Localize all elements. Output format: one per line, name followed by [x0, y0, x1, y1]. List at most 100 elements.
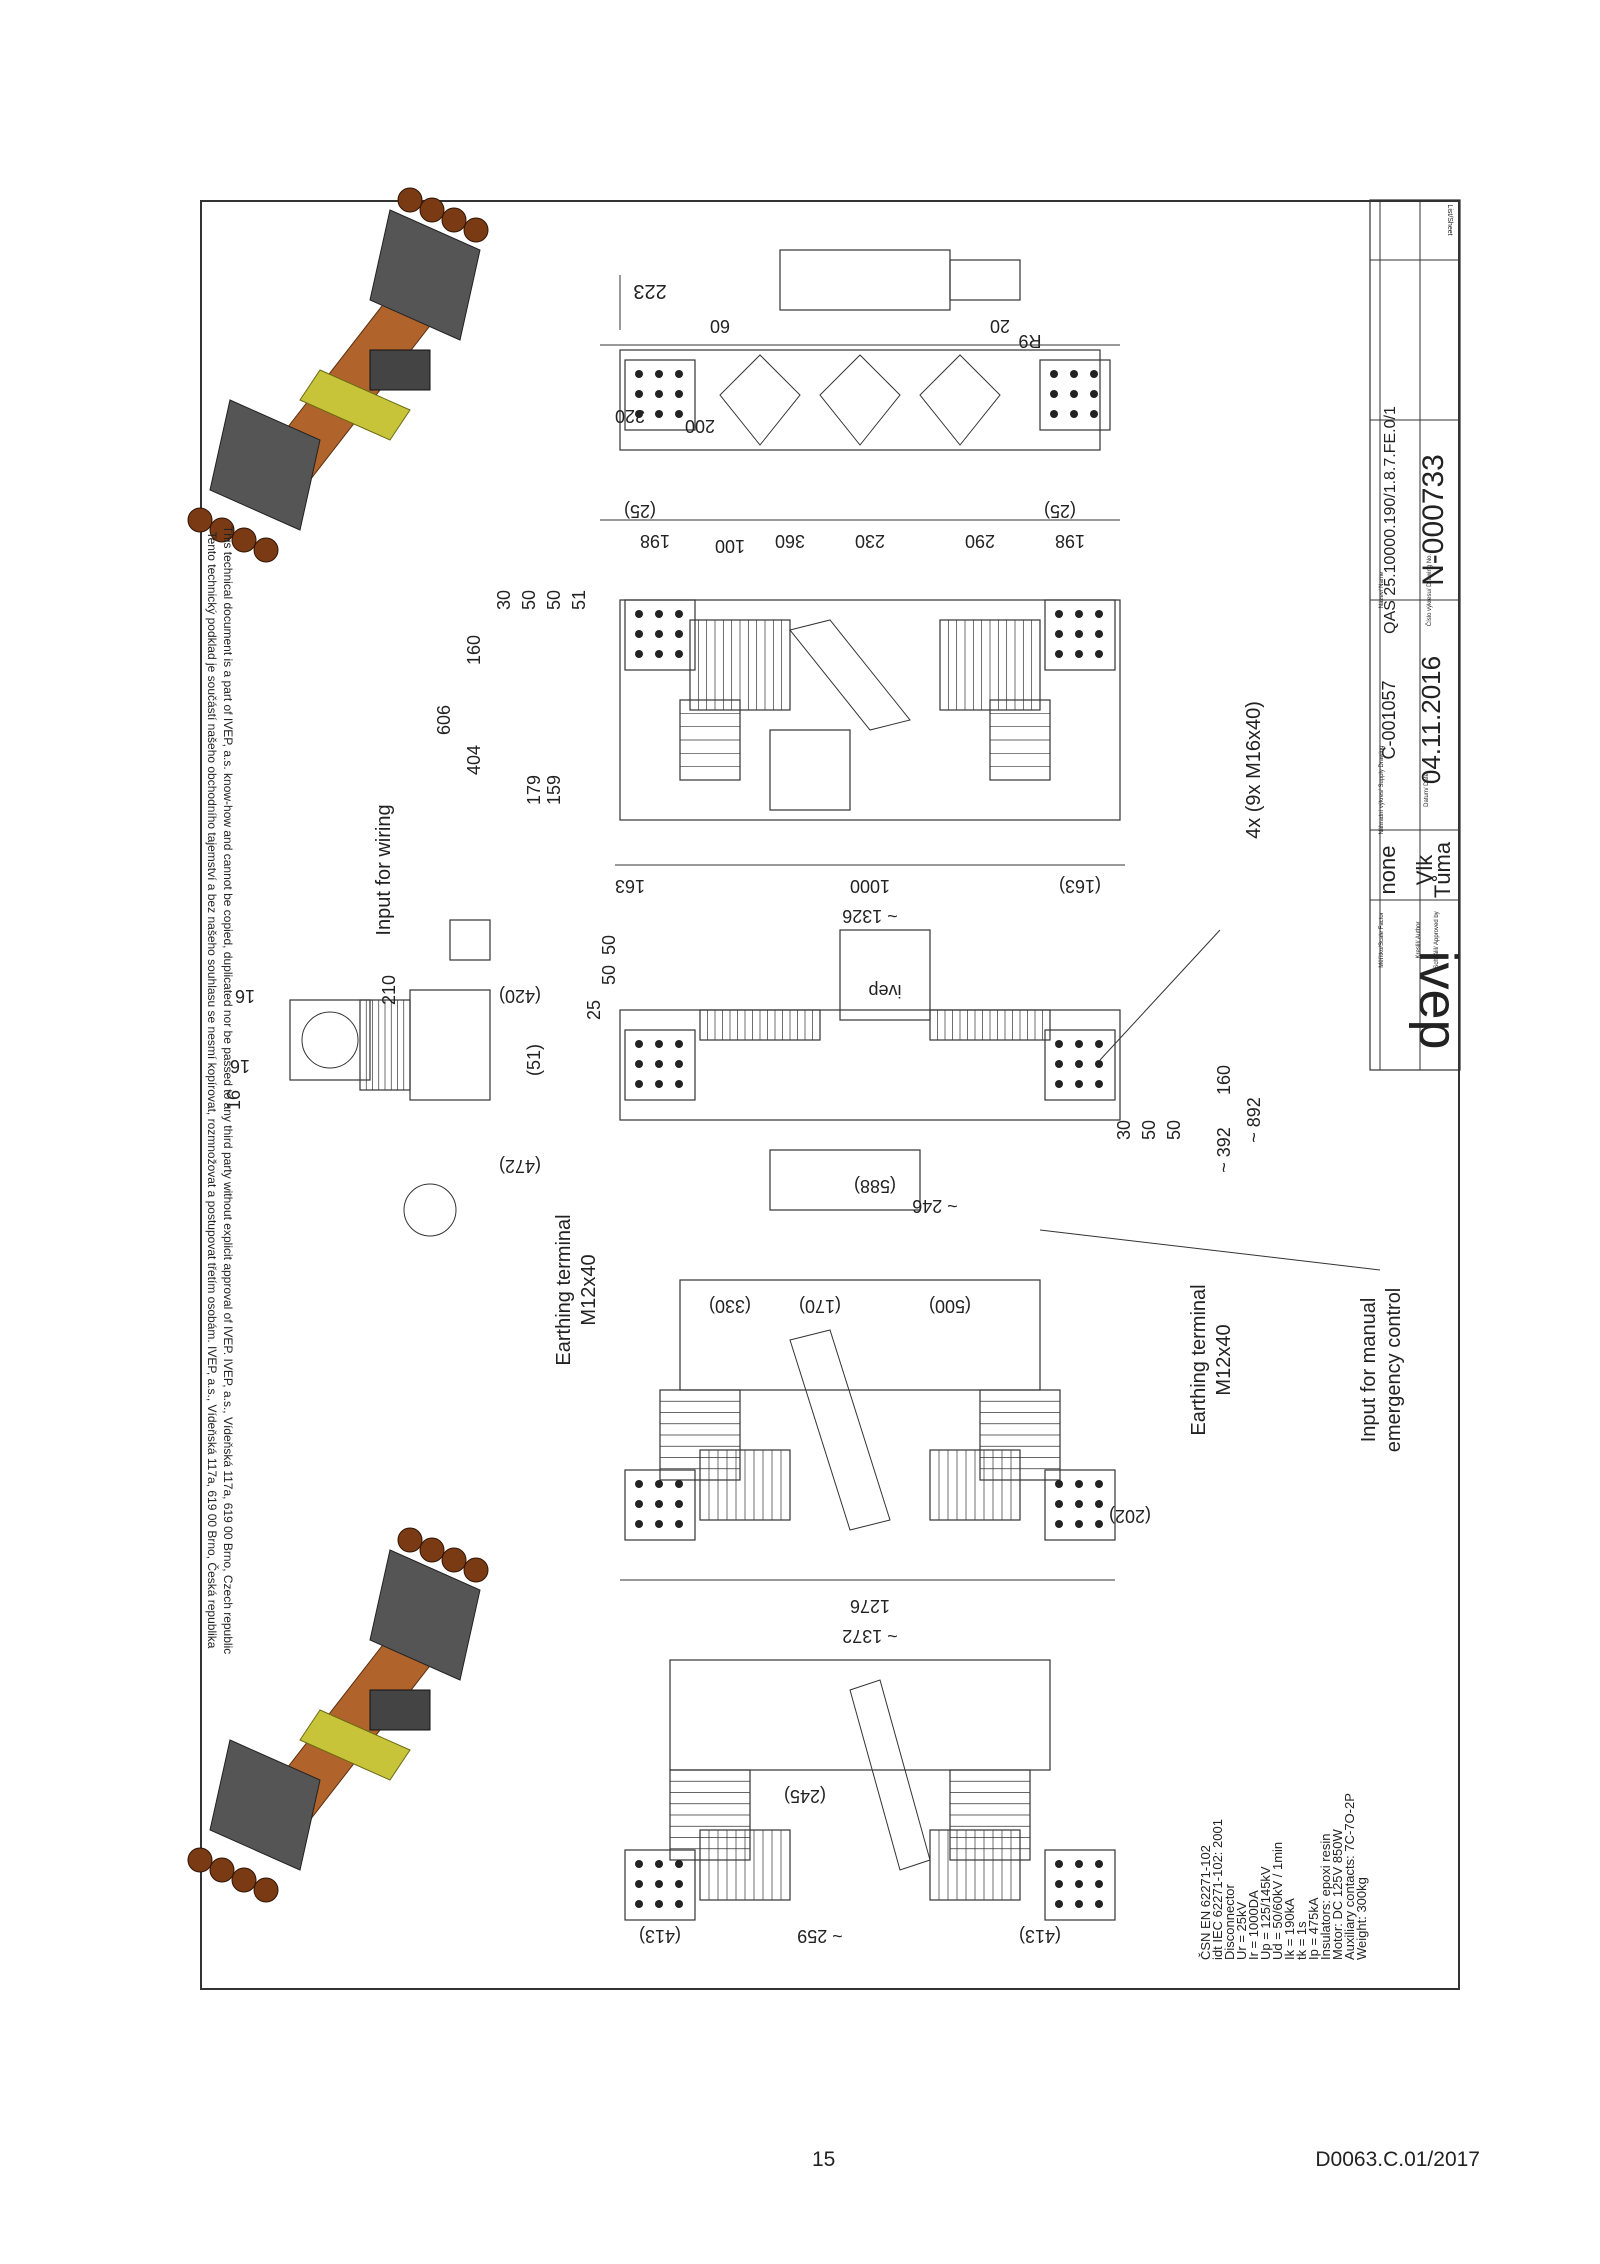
terminal-stud — [231, 1867, 257, 1893]
bolt-hole — [1075, 1080, 1083, 1088]
terminal-bore — [301, 1011, 359, 1069]
terminal-block — [1044, 1469, 1116, 1541]
gearbox — [769, 729, 851, 811]
terminal-stud — [419, 197, 445, 223]
drive-arm — [299, 369, 411, 441]
terminal-stud — [209, 517, 235, 543]
control-box-logo: ivep — [868, 981, 901, 1001]
spec-line: ČSN EN 62271-102 — [1198, 1845, 1213, 1960]
spec-line: Up = 125/145kV — [1258, 1866, 1273, 1960]
label-earthing-2-size: M12x40 — [1213, 1324, 1235, 1395]
dim-label: (163) — [1059, 876, 1101, 896]
bolt-hole — [1095, 650, 1103, 658]
bolt-hole — [1050, 370, 1058, 378]
bolt-hole — [655, 610, 663, 618]
spec-line: Insulators: epoxi resin — [1318, 1834, 1333, 1960]
bolt-hole — [1095, 1520, 1103, 1528]
dim-label: (413) — [639, 1926, 681, 1946]
spec-line: Motor: DC 125V 850W — [1330, 1828, 1345, 1960]
frame-outline — [619, 599, 1121, 821]
dim-label: 16 — [235, 986, 255, 1006]
dim-label: ~ 1326 — [842, 906, 898, 926]
note-english: This technical document is a part of IVE… — [221, 526, 235, 1654]
bolt-hole — [1095, 630, 1103, 638]
bolt-hole — [635, 1500, 643, 1508]
bolt-hole — [1055, 1080, 1063, 1088]
terminal-stud — [441, 1547, 467, 1573]
bolt-hole — [675, 1080, 683, 1088]
bolt-hole — [1075, 1880, 1083, 1888]
bolt-hole — [675, 390, 683, 398]
drawing-frame — [200, 200, 1460, 1990]
terminal-stud — [187, 1847, 213, 1873]
bolt-hole — [1075, 1860, 1083, 1868]
dim-label: 198 — [1055, 531, 1085, 551]
isometric-render-bottom — [187, 1527, 489, 1903]
page-number: 15 — [812, 2148, 836, 2171]
bolt-hole — [1095, 1860, 1103, 1868]
bolt-hole — [1075, 650, 1083, 658]
bolt-hole — [1075, 1900, 1083, 1908]
bolt-hole — [1075, 1060, 1083, 1068]
dim-label: 606 — [434, 705, 454, 735]
dim-label: 25 — [584, 1000, 604, 1020]
terminal-stud — [463, 1557, 489, 1583]
label-manual-1: Input for manual — [1358, 1298, 1380, 1443]
terminal-stud — [253, 537, 279, 563]
dim-label: ~ 1372 — [842, 1626, 898, 1646]
bolt-hole — [655, 390, 663, 398]
dim-label: (170) — [799, 1296, 841, 1316]
dim-label: 50 — [1164, 1120, 1184, 1140]
spec-line: Ud = 50/60kV / 1min — [1270, 1842, 1285, 1960]
drive-arm — [299, 1709, 411, 1781]
bolt-hole — [655, 1480, 663, 1488]
bolt-hole — [675, 1900, 683, 1908]
bolt-hole — [1055, 1520, 1063, 1528]
bolt-hole — [635, 390, 643, 398]
bolt-hole — [1055, 1880, 1063, 1888]
label-input-wiring: Input for wiring — [373, 804, 395, 935]
spec-line: Ik = 190kA — [1282, 1898, 1297, 1960]
spec-line: Disconnector — [1222, 1883, 1237, 1960]
spec-line: Auxiliary contacts: 7C-7O-2P — [1342, 1793, 1357, 1960]
bolt-hole — [1055, 1500, 1063, 1508]
bolt-hole — [655, 630, 663, 638]
label-manual-2: emergency control — [1383, 1288, 1405, 1453]
dim-label: 320 — [615, 406, 645, 426]
motor-body — [369, 1689, 431, 1731]
bolt-hole — [675, 630, 683, 638]
bolt-hole — [1055, 1900, 1063, 1908]
motor-end-cap — [949, 259, 1021, 301]
title-field-label: Měřítko/Scale Factor — [1379, 912, 1385, 967]
bolt-hole — [675, 370, 683, 378]
drive-link — [849, 1679, 931, 1871]
bolt-hole — [675, 1060, 683, 1068]
terminal-stud — [253, 1877, 279, 1903]
bolt-hole — [635, 1060, 643, 1068]
ivep-logo: ivep — [1408, 950, 1468, 1049]
terminal-stud — [397, 1527, 423, 1553]
title-field-value: C-001057 — [1379, 680, 1399, 759]
bolt-hole — [1095, 1900, 1103, 1908]
title-field-label: Náhradní výkres/ Supply Drawing — [1379, 745, 1385, 834]
spec-line: Weight: 300kg — [1354, 1877, 1369, 1960]
dim-label: 51 — [569, 590, 589, 610]
bolt-hole — [635, 370, 643, 378]
label-earthing-2: Earthing terminal — [1188, 1284, 1210, 1435]
bolt-hole — [635, 1880, 643, 1888]
title-field-value: Vlk — [1412, 854, 1437, 886]
bolt-hole — [675, 410, 683, 418]
terminal-block — [624, 1029, 696, 1101]
title-field-label: Číslo výkresu/ Drawing No. — [1426, 553, 1433, 626]
bolt-hole — [635, 1860, 643, 1868]
bolt-hole — [1095, 1500, 1103, 1508]
bolt-hole — [1090, 390, 1098, 398]
bolt-hole — [1075, 1040, 1083, 1048]
dim-label: (420) — [499, 986, 541, 1006]
list-sheet-label: List/Sheet — [1446, 204, 1453, 235]
title-field-value: none — [1375, 846, 1400, 895]
bolt-hole — [1055, 630, 1063, 638]
dim-label: (330) — [709, 1296, 751, 1316]
